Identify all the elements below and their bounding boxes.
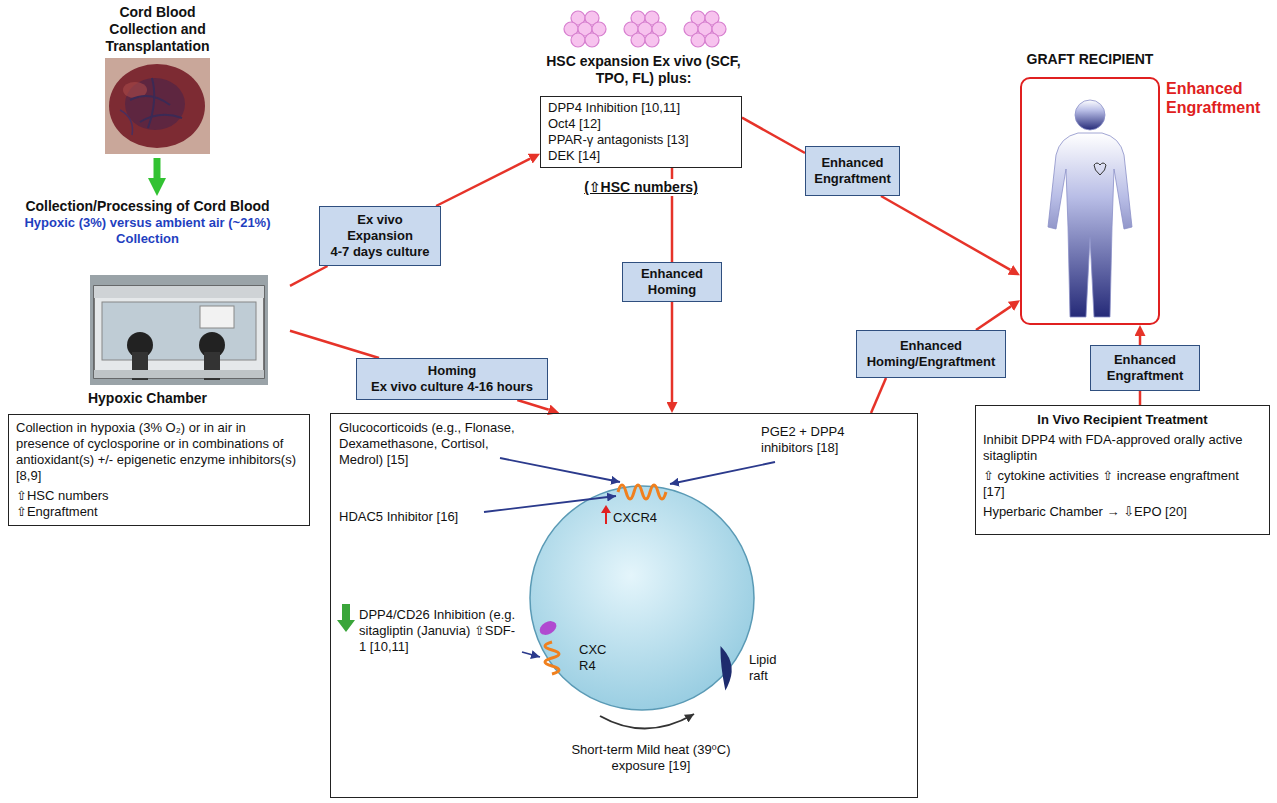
treatment-text: DPP4/CD26 Inhibition (e.g. sitagliptin (… [359, 607, 519, 655]
flow-arrow [290, 266, 328, 286]
step-text: 4-7 days culture [331, 244, 430, 260]
step-label: Ex vivo Expansion4-7 days culture [319, 206, 441, 266]
flow-arrow [154, 158, 161, 178]
treatment-text: PGE2 + DPP4 inhibitors [18] [761, 424, 891, 456]
placenta-photo [105, 58, 210, 154]
part-label: Lipid raft [749, 652, 789, 684]
box-heading: HSC expansion Ex vivo (SCF, TPO, FL) plu… [546, 53, 741, 87]
result-line: ⇧HSC numbers [16, 488, 302, 504]
step-label: Enhanced Engraftment [805, 146, 900, 196]
flow-arrow [871, 378, 886, 413]
list-item: PPAR-γ antagonists [13] [548, 132, 734, 148]
note-text: Collection in hypoxia (3% O₂) or in air … [16, 420, 302, 484]
step-text: Enhanced Homing/Engraftment [861, 338, 1001, 370]
human-figure [1048, 100, 1132, 317]
recipient-box: GRAFT RECIPIENTEnhanced Engraftment [1020, 77, 1160, 325]
photo-panel: Cord Blood Collection and Transplantatio… [80, 2, 235, 158]
flow-arrow [742, 118, 805, 153]
step-label: Enhanced Homing/Engraftment [856, 330, 1006, 378]
step-label: Enhanced Homing [622, 262, 722, 302]
receptor-label: CXC R4 [579, 642, 613, 674]
homing-box: Glucocorticoids (e.g., Flonase, Dexameth… [330, 413, 918, 798]
flow-arrow [517, 400, 549, 410]
panel-heading: Cord Blood Collection and Transplantatio… [88, 4, 227, 55]
box-heading: GRAFT RECIPIENT [1010, 51, 1170, 68]
treatment-text: Inhibit DPP4 with FDA-approved orally ac… [983, 432, 1262, 464]
panel-subheading: Hypoxic (3%) versus ambient air (~21%) C… [13, 215, 282, 247]
treatment-text: ⇧ cytokine activities ⇧ increase engraft… [983, 468, 1262, 500]
step-text: Enhanced Engraftment [810, 155, 895, 187]
expanded-cells [564, 11, 726, 47]
treatment-text: Glucocorticoids (e.g., Flonase, Dexameth… [339, 420, 529, 468]
note-box: Collection in hypoxia (3% O₂) or in air … [8, 414, 310, 526]
list-item: Oct4 [12] [548, 116, 734, 132]
treatment-text: Hyperbaric Chamber → ⇩EPO [20] [983, 504, 1262, 520]
result-note: (⇧HSC numbers) [561, 179, 721, 196]
photo-caption: Hypoxic Chamber [5, 390, 290, 407]
result-line: ⇧Engraftment [16, 504, 302, 520]
photo-panel: Collection/Processing of Cord BloodHypox… [5, 196, 290, 410]
list-item: DEK [14] [548, 148, 734, 164]
box-heading: In Vivo Recipient Treatment [983, 411, 1262, 428]
flow-arrow [881, 196, 1010, 270]
expansion-box: HSC expansion Ex vivo (SCF, TPO, FL) plu… [540, 96, 742, 168]
cell-illustration [337, 458, 775, 729]
flow-arrow [290, 331, 379, 358]
treatment-text: Short-term Mild heat (39⁰C) exposure [19… [551, 742, 751, 774]
flow-arrow [671, 302, 674, 402]
flow-arrow [436, 159, 530, 206]
list-item: DPP4 Inhibition [10,11] [548, 100, 734, 116]
step-text: Enhanced Homing [627, 266, 717, 298]
step-text: Ex vivo Expansion [324, 212, 436, 244]
hypoxic-chamber-photo [90, 275, 268, 385]
receptor-label: CXCR4 [613, 510, 673, 526]
step-label: HomingEx vivo culture 4-16 hours [356, 358, 548, 400]
step-text: Enhanced Engraftment [1095, 352, 1195, 384]
flow-arrow [1139, 336, 1142, 345]
treatment-text: HDAC5 Inhibitor [16] [339, 509, 519, 525]
treatment-box: In Vivo Recipient TreatmentInhibit DPP4 … [975, 405, 1270, 535]
step-text: Ex vivo culture 4-16 hours [371, 379, 533, 395]
outcome-text: Enhanced Engraftment [1166, 79, 1272, 117]
step-text: Homing [428, 363, 476, 379]
flow-arrow [1139, 391, 1142, 405]
panel-heading: Collection/Processing of Cord Blood [13, 198, 282, 215]
step-label: Enhanced Engraftment [1090, 345, 1200, 391]
flow-arrow [976, 306, 1011, 330]
